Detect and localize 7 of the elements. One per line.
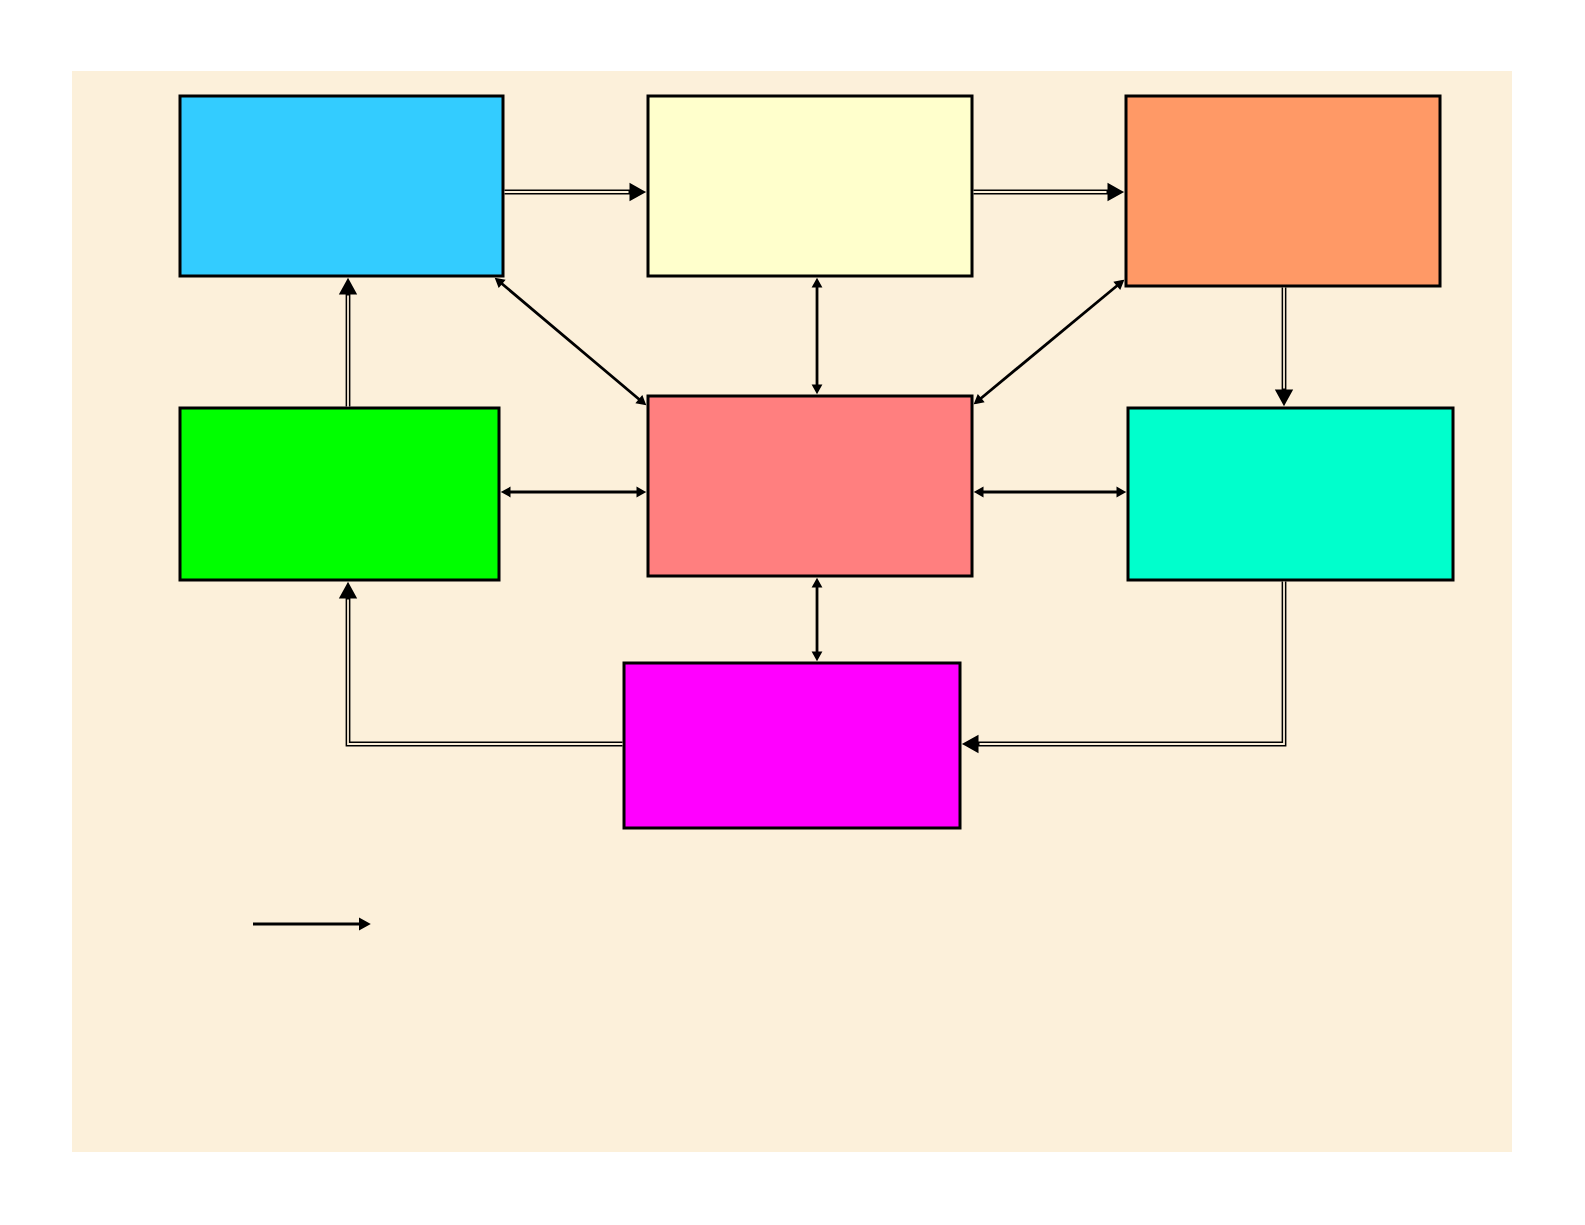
box: [1126, 406, 1455, 582]
box: [178, 94, 505, 278]
box: [622, 661, 962, 830]
box: [646, 394, 974, 578]
box: [646, 94, 974, 278]
box: [1124, 94, 1442, 288]
box: [178, 406, 501, 582]
